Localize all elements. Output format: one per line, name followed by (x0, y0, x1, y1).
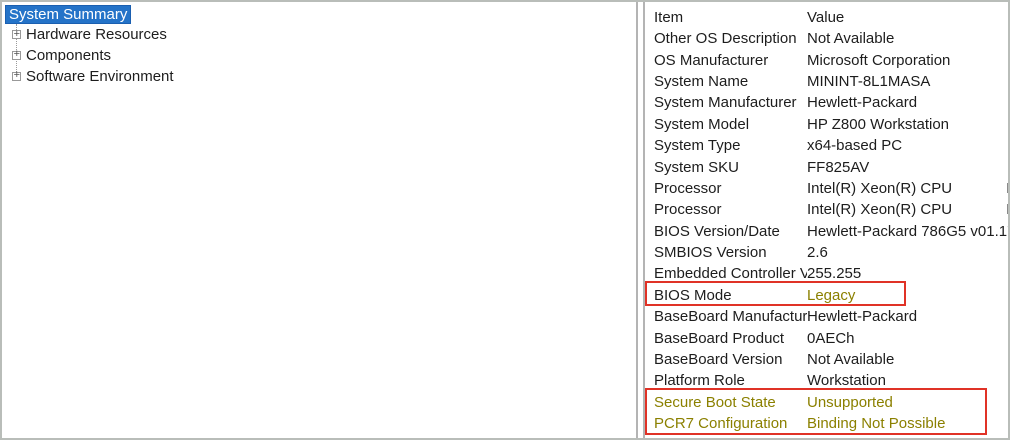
value-cell: Binding Not Possible (807, 415, 946, 433)
table-row-embedded-controller-version[interactable]: Embedded Controller V... 255.255 (645, 263, 1008, 284)
panel-splitter[interactable] (638, 2, 643, 438)
value-cell: Microsoft Corporation (807, 51, 951, 69)
value-cell: 2.6 (807, 244, 828, 262)
value-cell: Intel(R) Xeon(R) CPU E5506 (807, 201, 1008, 219)
table-row-baseboard-version[interactable]: BaseBoard Version Not Available (645, 349, 1008, 370)
tree-item-hardware-resources[interactable]: Hardware Resources (4, 25, 636, 46)
item-cell: System Type (654, 137, 741, 155)
value-cell: 255.255 (807, 265, 862, 283)
item-cell: System SKU (654, 158, 740, 176)
table-row-baseboard-product[interactable]: BaseBoard Product 0AECh (645, 327, 1008, 348)
table-row-baseboard-manufacturer[interactable]: BaseBoard Manufacturer Hewlett-Packard (645, 306, 1008, 327)
item-cell: Secure Boot State (654, 393, 776, 411)
value-cell: Intel(R) Xeon(R) CPU E5506 (807, 179, 1008, 197)
value-cell: FF825AV (807, 158, 870, 176)
tree-item-label[interactable]: System Summary (5, 4, 132, 24)
item-cell: Other OS Description (654, 30, 797, 48)
navigation-tree-panel: System Summary Hardware Resources Compon… (2, 2, 638, 438)
table-row-processor-2[interactable]: Processor Intel(R) Xeon(R) CPU E5506 (645, 199, 1008, 220)
table-row-pcr7-configuration[interactable]: PCR7 Configuration Binding Not Possible (645, 413, 1008, 434)
table-row-secure-boot-state[interactable]: Secure Boot State Unsupported (645, 392, 1008, 413)
value-cell: MININT-8L1MASA (807, 72, 931, 90)
item-cell: System Manufacturer (654, 94, 797, 112)
value-cell: HP Z800 Workstation (807, 115, 950, 133)
item-cell: System Model (654, 115, 750, 133)
value-cell: Hewlett-Packard (807, 94, 918, 112)
value-cell: Workstation (807, 372, 886, 390)
item-cell: Processor (654, 201, 722, 219)
item-cell: BaseBoard Version (654, 351, 783, 369)
table-row-bios-version-date[interactable]: BIOS Version/Date Hewlett-Packard 786G5 … (645, 221, 1008, 242)
table-row-system-manufacturer[interactable]: System Manufacturer Hewlett-Packard (645, 92, 1008, 113)
column-header-item[interactable]: Item (654, 8, 684, 26)
item-cell: OS Manufacturer (654, 51, 769, 69)
item-cell: System Name (654, 72, 749, 90)
item-cell: BaseBoard Manufacturer (654, 308, 807, 326)
item-cell: Processor (654, 179, 722, 197)
tree-item-label[interactable]: Components (26, 46, 112, 64)
value-cell: Hewlett-Packard (807, 308, 918, 326)
value-cell: Hewlett-Packard 786G5 v01.17, 8/ (807, 222, 1008, 240)
table-row-system-sku[interactable]: System SKU FF825AV (645, 156, 1008, 177)
tree-item-components[interactable]: Components (4, 45, 636, 66)
value-cell: x64-based PC (807, 137, 903, 155)
column-header-row: Item Value (645, 6, 1008, 28)
tree-item-software-environment[interactable]: Software Environment (4, 66, 636, 87)
value-cell: 0AECh (807, 329, 855, 347)
value-cell: Unsupported (807, 393, 893, 411)
tree-item-label[interactable]: Software Environment (26, 67, 174, 85)
table-row-processor-1[interactable]: Processor Intel(R) Xeon(R) CPU E5506 (645, 178, 1008, 199)
item-cell: PCR7 Configuration (654, 415, 788, 433)
table-row-system-name[interactable]: System Name MININT-8L1MASA (645, 71, 1008, 92)
category-tree: System Summary Hardware Resources Compon… (4, 4, 636, 86)
item-cell: SMBIOS Version (654, 244, 767, 262)
expand-plus-icon[interactable] (12, 48, 21, 62)
table-row-system-model[interactable]: System Model HP Z800 Workstation (645, 114, 1008, 135)
item-cell: BaseBoard Product (654, 329, 785, 347)
item-cell: BIOS Mode (654, 286, 732, 304)
table-row-system-type[interactable]: System Type x64-based PC (645, 135, 1008, 156)
table-row-smbios-version[interactable]: SMBIOS Version 2.6 (645, 242, 1008, 263)
expand-plus-icon[interactable] (12, 69, 21, 83)
value-cell: Not Available (807, 351, 895, 369)
table-row-os-manufacturer[interactable]: OS Manufacturer Microsoft Corporation (645, 49, 1008, 70)
column-header-value[interactable]: Value (807, 8, 845, 26)
item-cell: Platform Role (654, 372, 745, 390)
value-cell: Not Available (807, 30, 895, 48)
item-cell: Embedded Controller V... (654, 265, 807, 283)
tree-item-label[interactable]: Hardware Resources (26, 26, 167, 44)
item-cell: BIOS Version/Date (654, 222, 780, 240)
details-panel: Item Value Other OS Description Not Avai… (643, 2, 1008, 438)
expand-plus-icon[interactable] (12, 28, 21, 42)
tree-item-system-summary[interactable]: System Summary (4, 4, 636, 25)
table-row-other-os-description[interactable]: Other OS Description Not Available (645, 28, 1008, 49)
table-row-platform-role[interactable]: Platform Role Workstation (645, 370, 1008, 391)
table-row-bios-mode[interactable]: BIOS Mode Legacy (645, 285, 1008, 306)
value-cell: Legacy (807, 286, 856, 304)
